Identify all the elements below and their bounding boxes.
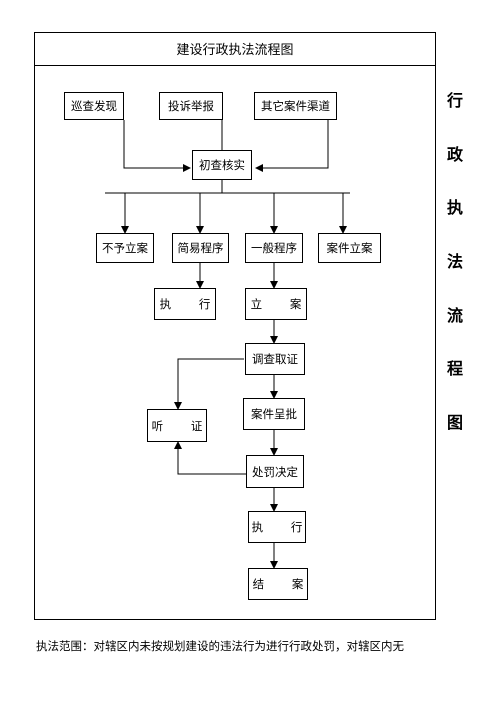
node-chucha: 初查核实 <box>192 150 252 180</box>
node-chengpi: 案件呈批 <box>243 398 305 430</box>
edge-chufa-tingzheng <box>174 441 246 475</box>
node-yiban: 一般程序 <box>245 233 303 263</box>
edge-qita-chucha <box>255 120 329 172</box>
side-title-char: 法 <box>446 251 463 271</box>
side-title: 行 政 执 法 流 程 图 <box>443 92 467 432</box>
node-xuncha: 巡查发现 <box>64 92 124 120</box>
side-title-char: 程 <box>446 359 463 379</box>
side-title-char: 行 <box>446 91 463 110</box>
node-chufa: 处罚决定 <box>246 455 304 488</box>
node-lian: 立 案 <box>245 288 307 320</box>
side-title-char: 执 <box>446 198 463 218</box>
node-buyu: 不予立案 <box>96 233 154 263</box>
diagram-frame <box>34 32 436 620</box>
node-jiean: 结 案 <box>248 568 308 600</box>
edge-diaocha-tingzheng <box>174 358 244 410</box>
node-diaocha: 调查取证 <box>245 343 305 375</box>
node-anjian-lian: 案件立案 <box>318 233 381 263</box>
node-tingzheng: 听 证 <box>147 409 207 442</box>
node-zhixing-1: 执 行 <box>154 288 216 320</box>
side-title-char: 图 <box>446 412 463 432</box>
node-zhixing-2: 执 行 <box>248 511 306 543</box>
node-tousu: 投诉举报 <box>159 92 223 120</box>
node-jianyi: 简易程序 <box>172 233 229 263</box>
node-qita: 其它案件渠道 <box>254 92 337 120</box>
side-title-char: 政 <box>446 144 463 164</box>
footer-text: 执法范围：对辖区内未按规划建设的违法行为进行行政处罚，对辖区内无 <box>36 639 404 653</box>
edge-xuncha-chucha <box>123 120 191 172</box>
side-title-char: 流 <box>446 305 463 325</box>
diagram-title: 建设行政执法流程图 <box>34 32 436 66</box>
